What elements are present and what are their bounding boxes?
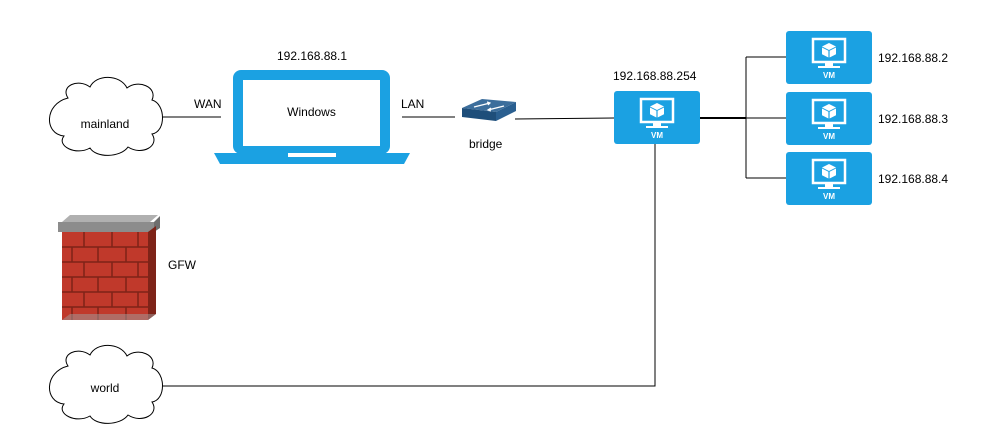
vm-icon [614,91,700,144]
vm-icon [786,92,872,145]
windows-label: Windows [287,105,336,119]
connections [161,56,786,387]
vm-icon [786,31,872,84]
vm-tag: VM [823,71,835,80]
mainland-label: mainland [80,117,130,131]
bridge-vm-link [514,117,615,120]
vm3-ip-label: 192.168.88.3 [878,112,949,126]
bridge-label: bridge [469,137,503,151]
windows-ip-label: 192.168.88.1 [277,49,348,63]
switch-icon [462,99,516,121]
gfw-label: GFW [168,258,196,272]
router-vm-ip-label: 192.168.88.254 [613,69,697,83]
vm-tag: VM [651,131,663,140]
laptop-icon [214,70,410,164]
cloud-icon [49,76,163,156]
wan-label: WAN [194,97,222,111]
vm2-ip-label: 192.168.88.2 [878,51,949,65]
vm-icon [786,152,872,205]
vm-tag: VM [823,132,835,141]
cloud-icon [49,344,163,424]
lan-label: LAN [401,97,425,111]
world-label: world [90,381,120,395]
vm-tag: VM [823,192,835,201]
vm4-ip-label: 192.168.88.4 [878,172,949,186]
world-link [161,144,656,387]
firewall-icon [58,215,160,320]
